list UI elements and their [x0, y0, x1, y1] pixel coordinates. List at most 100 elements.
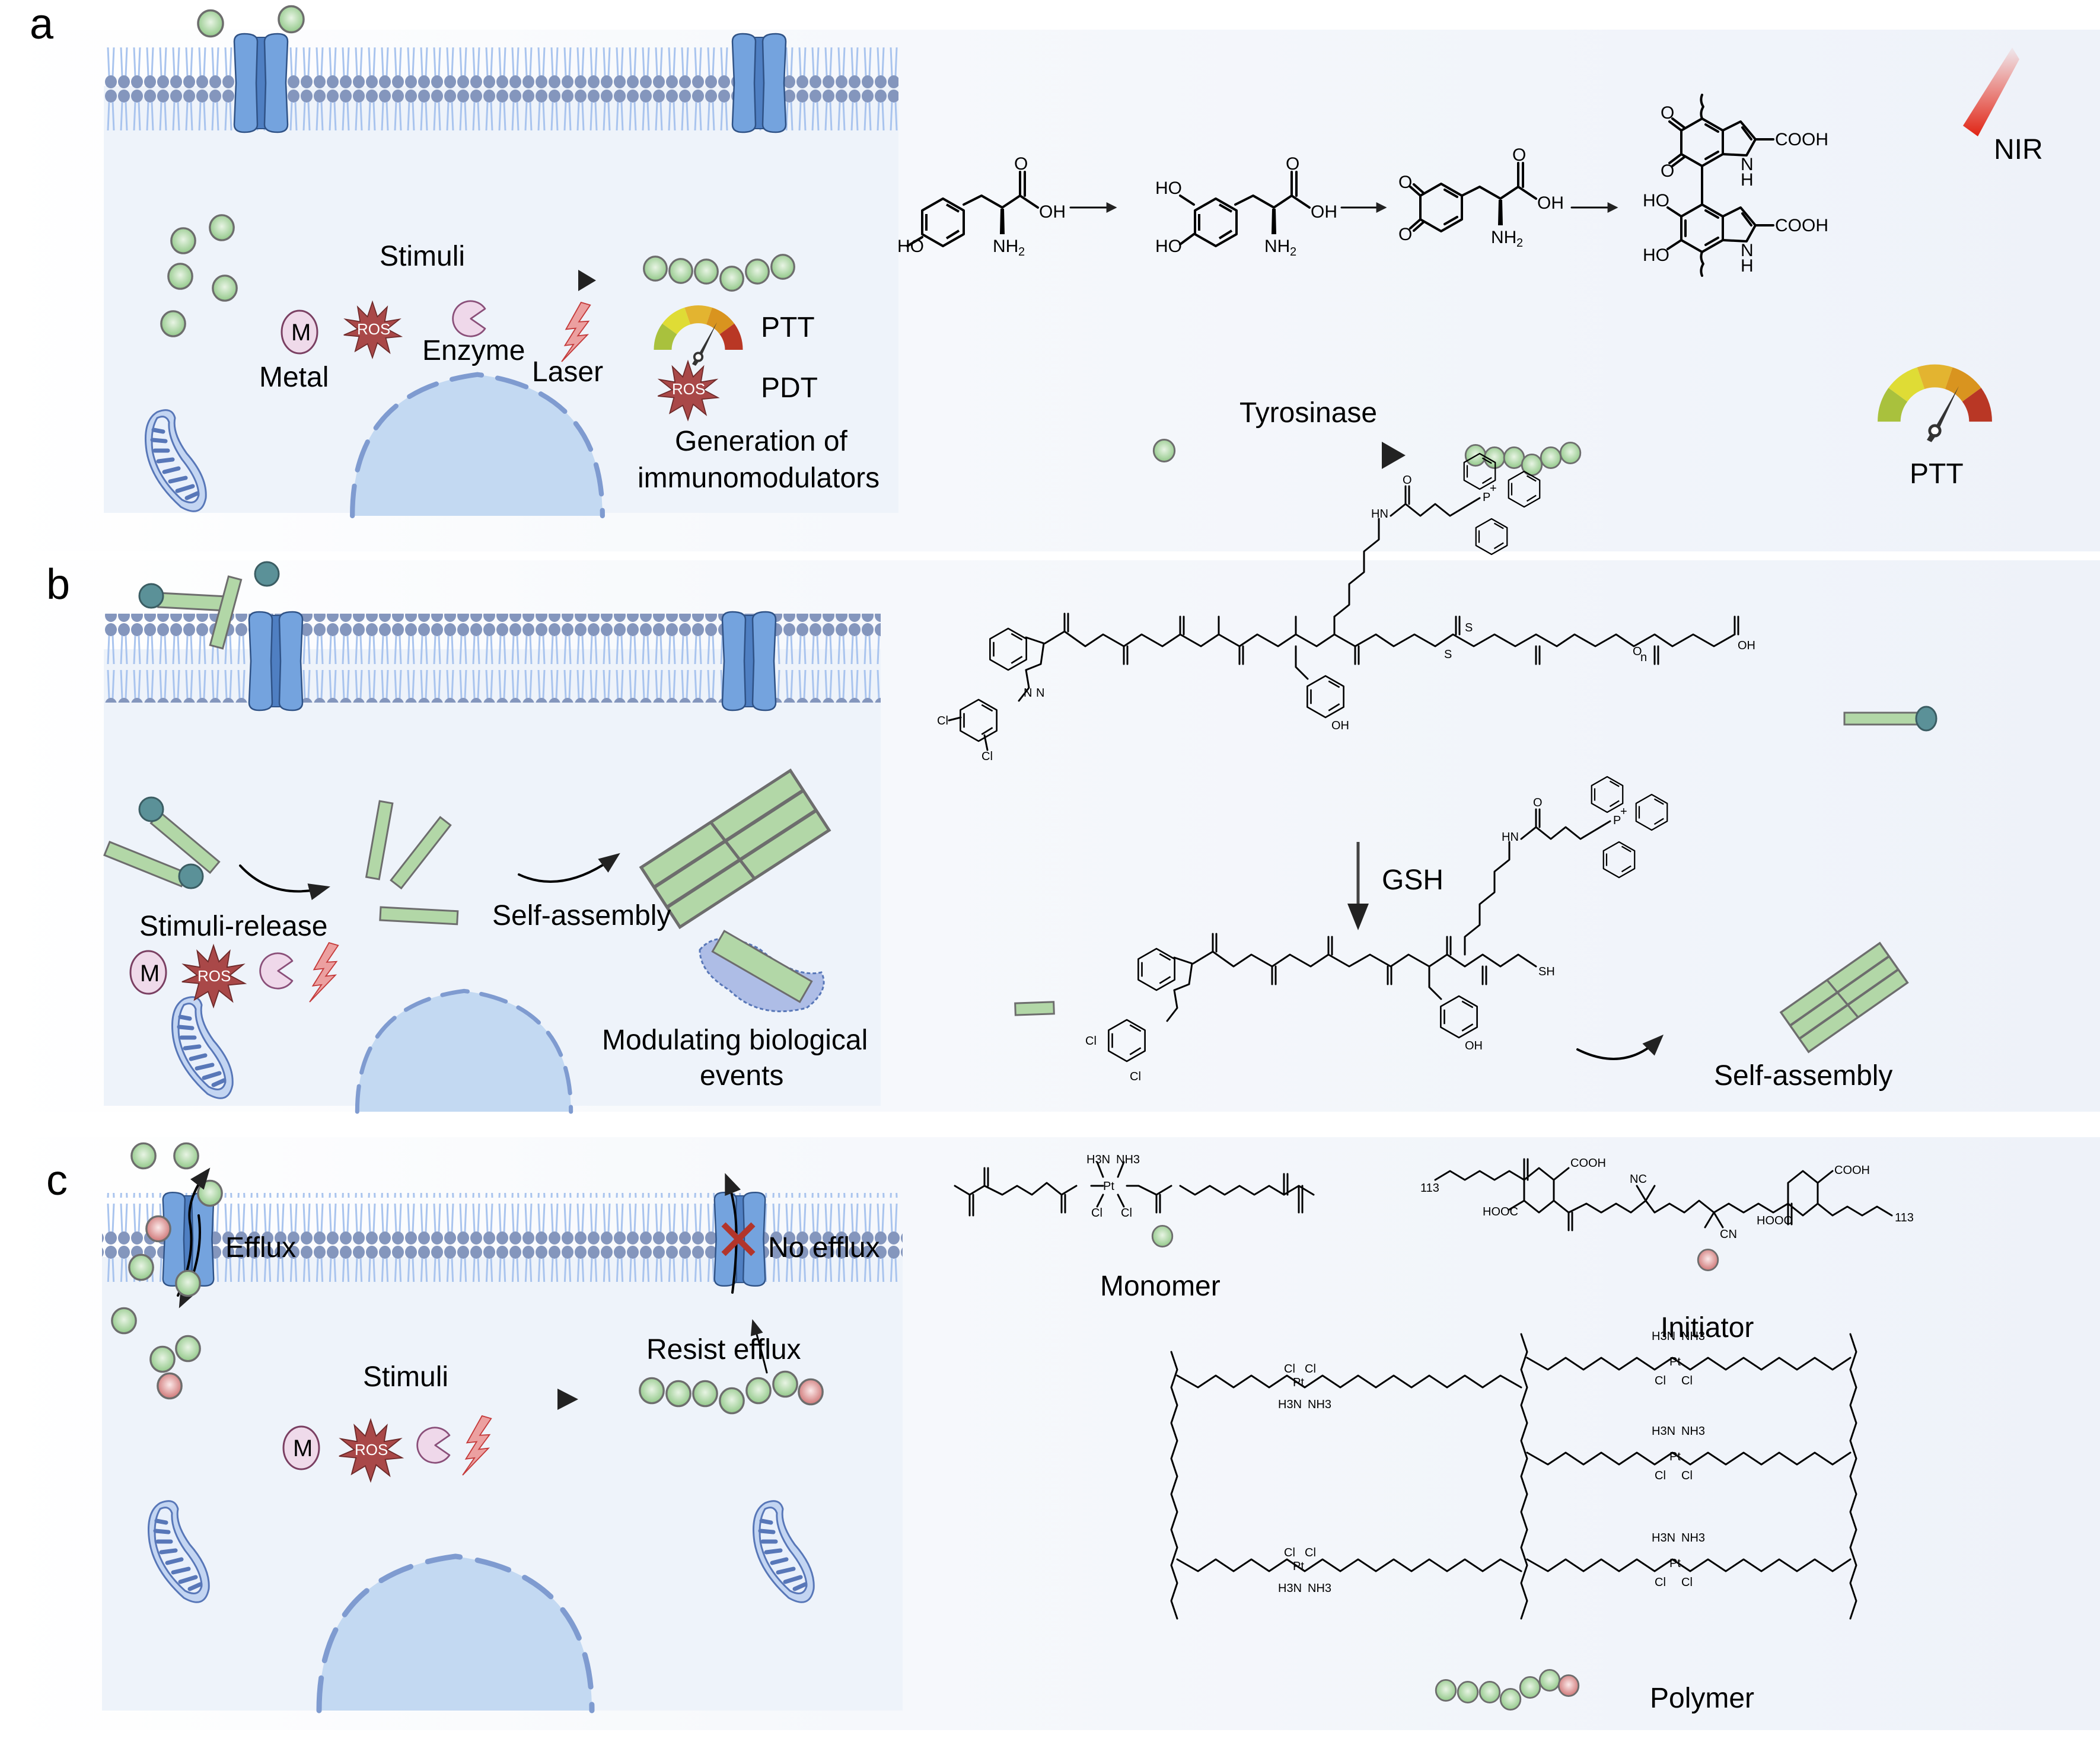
svg-text:O: O	[1398, 225, 1412, 244]
resist-efflux-label: Resist efflux	[646, 1334, 801, 1365]
svg-text:NH3: NH3	[1308, 1398, 1331, 1411]
svg-text:Pt: Pt	[1669, 1450, 1681, 1463]
svg-text:Cl: Cl	[1305, 1546, 1316, 1559]
pdt-ros-symbol: ROS	[672, 380, 705, 398]
stimuli-release-label: Stimuli-release	[139, 911, 327, 942]
self-assembly-arrow	[1576, 1034, 1664, 1060]
svg-text:Cl: Cl	[1655, 1469, 1666, 1482]
svg-text:+: +	[1620, 805, 1627, 818]
svg-text:Cl: Cl	[1655, 1374, 1666, 1387]
svg-text:H3N: H3N	[1652, 1531, 1675, 1545]
svg-text:NH3: NH3	[1681, 1531, 1705, 1545]
svg-text:NH: NH	[1491, 228, 1516, 247]
svg-text:HN: HN	[1502, 831, 1519, 844]
nir-light-beam	[1963, 47, 2019, 136]
svg-text:O: O	[1398, 173, 1412, 192]
svg-text:S: S	[1444, 648, 1452, 661]
prodrug-icons-inside	[103, 796, 221, 889]
initiator-structure: 113 COOH HOOC NC CN COOH HOOC 113	[1420, 1157, 1914, 1241]
panel-a-chemistry: HO O OH NH 2 HO HO O OH NH 2	[897, 47, 2043, 490]
ros-symbol: ROS	[197, 967, 231, 985]
prodrug-structure: Cl Cl N N OH HN O P + S S O n OH	[937, 452, 1755, 763]
panel-b-letter: b	[46, 561, 70, 608]
panel-a-cell-diagram: Stimuli M ROS Metal Enzyme Laser PTT ROS…	[104, 5, 898, 516]
svg-text:NH: NH	[1264, 237, 1290, 256]
monomer-structure: H3N NH3 Pt Cl Cl	[954, 1153, 1315, 1220]
svg-text:H3N: H3N	[1278, 1398, 1302, 1411]
ptt-label: PTT	[1910, 458, 1964, 490]
svg-text:Cl: Cl	[1305, 1363, 1316, 1376]
ros-symbol: ROS	[357, 320, 390, 338]
svg-text:SH: SH	[1538, 965, 1555, 978]
svg-text:COOH: COOH	[1775, 130, 1828, 149]
svg-text:Pt: Pt	[1293, 1560, 1304, 1573]
channel-protein-icon	[721, 611, 777, 711]
stimuli-label: Stimuli	[363, 1361, 448, 1393]
svg-text:HOOC: HOOC	[1483, 1205, 1518, 1218]
molecule-l-dopa: HO HO O OH NH 2	[1155, 154, 1337, 259]
svg-text:O: O	[1633, 645, 1642, 658]
svg-text:O: O	[1533, 796, 1543, 809]
svg-text:Pt: Pt	[1293, 1376, 1304, 1389]
channel-protein-icon	[248, 611, 304, 711]
svg-text:2: 2	[1290, 245, 1296, 259]
svg-text:O: O	[1286, 154, 1299, 174]
svg-text:P: P	[1613, 814, 1621, 827]
nir-label: NIR	[1994, 134, 2043, 165]
svg-text:OH: OH	[1738, 639, 1755, 652]
outcome-ptt: PTT	[761, 312, 815, 343]
channel-protein-icon	[731, 33, 787, 133]
svg-text:HO: HO	[1643, 245, 1669, 265]
gsh-label: GSH	[1382, 864, 1443, 896]
panel-a-letter: a	[30, 1, 54, 48]
stimulus-label-metal: Metal	[259, 362, 329, 393]
outcome-caption-line1: Generation of	[675, 426, 848, 457]
polymer-label: Polymer	[1650, 1683, 1754, 1714]
svg-text:O: O	[1014, 154, 1028, 174]
blocked-x-icon	[721, 1222, 756, 1256]
svg-text:HO: HO	[1155, 237, 1182, 256]
svg-text:NH3: NH3	[1308, 1582, 1331, 1595]
svg-text:N: N	[1024, 687, 1032, 700]
svg-text:NH3: NH3	[1681, 1425, 1705, 1438]
monomer-ball-icon	[1151, 1224, 1174, 1248]
svg-text:Cl: Cl	[1284, 1546, 1295, 1559]
prodrug-icon	[1843, 706, 1938, 732]
svg-text:Cl: Cl	[937, 714, 948, 727]
panel-b-chemistry: Cl Cl N N OH HN O P + S S O n OH GSH	[937, 452, 1938, 1092]
panel-c-cell-diagram: Efflux No efflux Resist efflux Stimuli	[102, 1142, 903, 1711]
svg-text:HN: HN	[1371, 508, 1388, 521]
outcome-line1: Modulating biological	[602, 1025, 868, 1056]
svg-text:Pt: Pt	[1103, 1180, 1114, 1193]
svg-text:OH: OH	[1311, 202, 1337, 222]
svg-text:HO: HO	[897, 237, 924, 256]
svg-text:N: N	[1741, 155, 1754, 174]
panel-c-chemistry: H3N NH3 Pt Cl Cl Monomer 113 COOH HOOC N…	[954, 1153, 1914, 1714]
svg-text:COOH: COOH	[1834, 1164, 1870, 1177]
released-rod-icon	[1014, 1001, 1055, 1016]
stimuli-arrowhead	[578, 270, 596, 291]
stimulus-label-enzyme: Enzyme	[422, 335, 525, 366]
self-assembly-result-label: Self-assembly	[1714, 1060, 1892, 1092]
outcome-caption-line2: immunomodulators	[638, 462, 879, 494]
svg-text:COOH: COOH	[1570, 1157, 1606, 1170]
svg-text:CN: CN	[1720, 1228, 1737, 1241]
svg-text:HO: HO	[1155, 178, 1182, 198]
stimulus-label-laser: Laser	[532, 356, 603, 388]
svg-text:O: O	[1512, 145, 1526, 165]
svg-text:NH: NH	[993, 237, 1018, 256]
no-efflux-arrow	[725, 1173, 741, 1294]
thiol-product-structure: Cl Cl OH HN O P + SH	[1085, 776, 1668, 1083]
svg-text:Pt: Pt	[1669, 1355, 1681, 1368]
released-rods	[365, 800, 459, 926]
outcome-pdt: PDT	[761, 372, 818, 404]
stimuli-label: Stimuli	[380, 241, 465, 272]
svg-text:Pt: Pt	[1669, 1557, 1681, 1570]
svg-text:Cl: Cl	[1085, 1035, 1097, 1048]
svg-text:Cl: Cl	[1655, 1576, 1666, 1589]
monomer-label: Monomer	[1100, 1271, 1221, 1302]
svg-text:OH: OH	[1537, 193, 1564, 213]
tyrosinase-arrowhead	[1382, 442, 1406, 469]
monomer-ball-icon	[278, 5, 305, 34]
